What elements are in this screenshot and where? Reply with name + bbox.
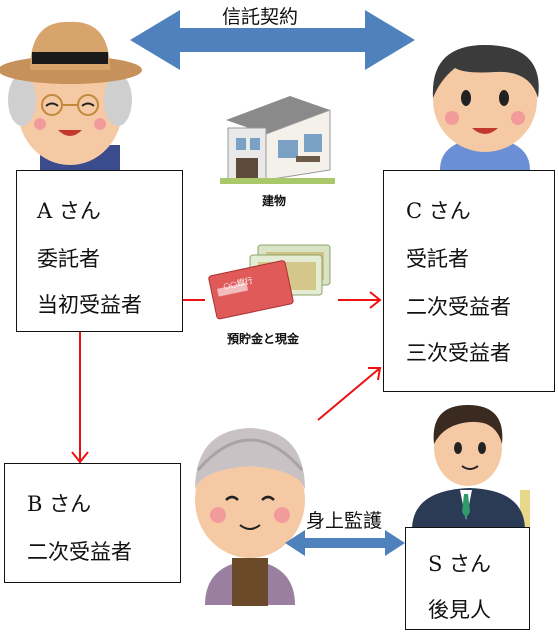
person-c-name: C さん [406,199,471,223]
person-a-role: 委託者 [37,247,100,271]
person-s-box: S さん 後見人 [405,527,530,630]
person-c-role: 二次受益者 [406,295,511,319]
red-arrow-b-to-c [317,367,382,421]
custody-label: 身上監護 [306,510,383,532]
person-b-role: 二次受益者 [27,540,132,564]
man-suit-icon [412,405,530,530]
building-caption: 建物 [262,194,287,208]
money-caption: 預貯金と現金 [227,332,300,346]
grandpa-hat-icon [0,21,142,170]
money-icon [208,244,331,320]
custody-arrow [285,530,405,556]
person-s-name: S さん [428,552,492,576]
person-a-box: A さん 委託者 当初受益者 [16,170,183,332]
red-arrow-a-to-b [71,332,89,464]
trust-contract-arrow [130,10,415,70]
house-icon [220,96,335,184]
trust-contract-label: 信託契約 [222,6,299,28]
person-b-box: B さん 二次受益者 [4,463,181,583]
person-c-box: C さん 受託者 二次受益者 三次受益者 [383,170,555,392]
red-arrows [71,291,382,464]
grandma-icon [195,428,305,606]
man-c-icon [432,45,539,170]
person-a-role: 当初受益者 [37,293,142,317]
person-a-name: A さん [37,199,101,223]
red-arrow-money-to-c [338,291,382,309]
person-c-role: 三次受益者 [406,341,511,365]
person-c-role: 受託者 [406,247,469,271]
person-b-name: B さん [27,492,92,516]
person-s-role: 後見人 [428,598,491,622]
